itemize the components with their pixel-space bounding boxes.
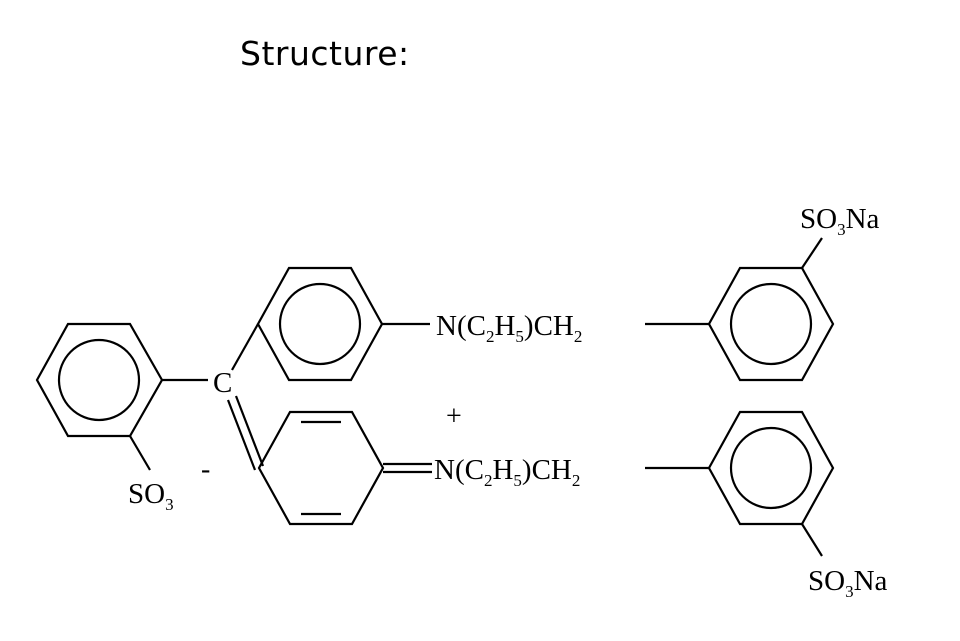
upper-sulfonate-sodium-label: SO3Na bbox=[800, 203, 880, 239]
upper-right-benzene-ring-icon bbox=[707, 266, 835, 382]
left-benzene-ring-icon bbox=[35, 322, 164, 438]
lower-sulfonate-sodium-label: SO3Na bbox=[808, 565, 888, 601]
negative-charge-label: - bbox=[201, 454, 210, 485]
lower-right-benzene-ring-icon bbox=[707, 410, 835, 526]
positive-charge-label: + bbox=[446, 401, 462, 432]
bottom-amine-group-label: N(C2H5)CH2 bbox=[434, 454, 580, 490]
top-benzene-ring-icon bbox=[256, 266, 384, 382]
central-carbon-label: C bbox=[213, 367, 232, 399]
top-amine-group-label: N(C2H5)CH2 bbox=[436, 310, 582, 346]
quinoid-ring-icon bbox=[257, 410, 385, 526]
page-title: Structure: bbox=[240, 34, 410, 73]
left-sulfonate-label: SO3 bbox=[128, 478, 174, 514]
bonds bbox=[129, 237, 823, 557]
